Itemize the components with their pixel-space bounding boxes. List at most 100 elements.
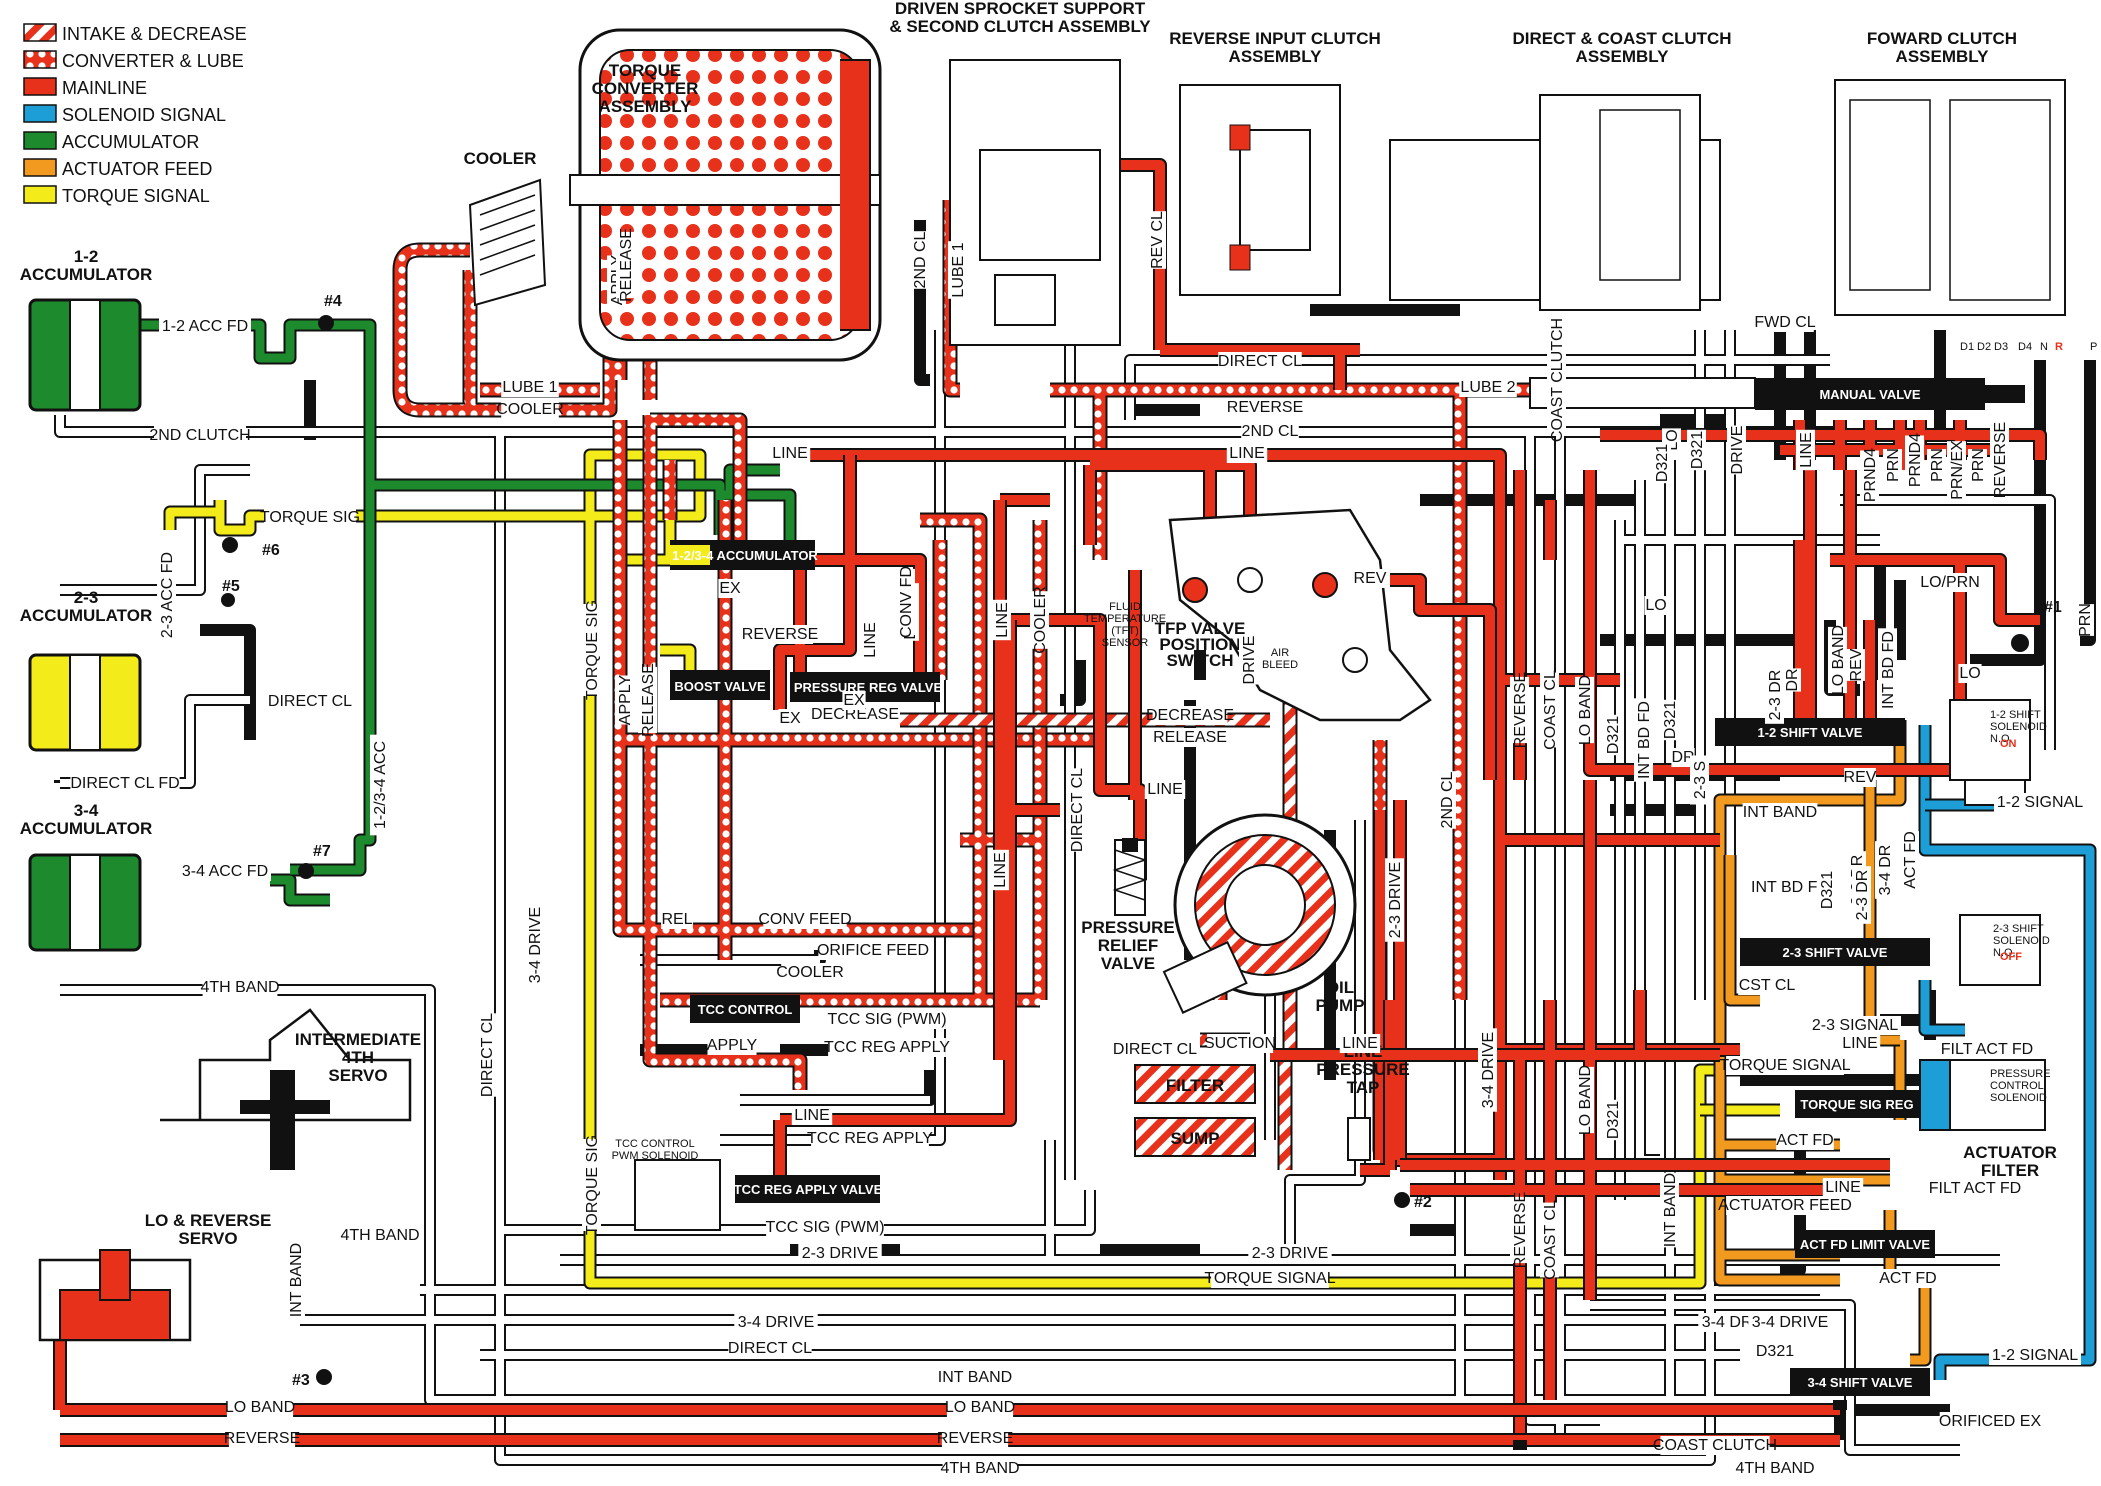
passage-label-int_bd_fd: INT BD FD (1878, 628, 1897, 712)
svg-text:LINE: LINE (862, 622, 879, 658)
passage-label-lo_band: LO BAND (945, 1398, 1015, 1417)
direct-coast-clutch (1389, 94, 1721, 311)
svg-text:2-3 DRIVE: 2-3 DRIVE (1252, 1245, 1328, 1262)
svg-text:TCC SIG (PWM): TCC SIG (PWM) (765, 1219, 884, 1236)
filter-box (1134, 1064, 1256, 1104)
svg-text:LO BAND: LO BAND (1830, 625, 1847, 695)
svg-text:REVERSE: REVERSE (742, 626, 818, 643)
svg-text:LO BAND: LO BAND (225, 1399, 295, 1416)
passage-label-tcc_sig_pwm: TCC SIG (PWM) (765, 1218, 885, 1237)
svg-text:PRN/EX: PRN/EX (1949, 440, 1966, 500)
passage-label-dr: DR (1671, 748, 1695, 767)
svg-text:PRND4: PRND4 (1907, 433, 1924, 487)
passage-label-apply: APPLY (615, 674, 634, 725)
passage-label-lo_band: LO BAND (1575, 1065, 1594, 1135)
accumulator-34 (28, 853, 142, 952)
svg-text:FILT ACT FD: FILT ACT FD (1929, 1180, 2021, 1197)
svg-text:SUCTION: SUCTION (1204, 1035, 1276, 1052)
passage-label-reverse: REVERSE (224, 1429, 300, 1448)
passage-label-ex: EX (718, 579, 742, 598)
svg-text:CONV FEED: CONV FEED (758, 911, 851, 928)
torque-converter (569, 28, 882, 362)
legend-converter-label: CONVERTER & LUBE (62, 51, 244, 71)
svg-text:LO BAND: LO BAND (945, 1399, 1015, 1416)
passage-label-direct_cl_v: DIRECT CL (1067, 768, 1086, 852)
passage-label-int_bd_fd: INT BD FD (1634, 698, 1653, 782)
svg-text:REL: REL (661, 911, 692, 928)
passage-label-dr23: 2-3 DR (1765, 666, 1784, 724)
passage-label-fourth_band: 4TH BAND (200, 978, 280, 997)
svg-text:EX: EX (779, 710, 801, 727)
svg-text:REV CL: REV CL (1149, 211, 1166, 269)
legend-intake: INTAKE & DECREASE (23, 23, 247, 44)
svg-text:2-3 SIGNAL: 2-3 SIGNAL (1812, 1017, 1898, 1034)
passage-label-sig23: 2-3 SIGNAL (1809, 1016, 1901, 1035)
pressure-reg-valve-label: PRESSURE REG VALVE (794, 680, 943, 695)
passage-label-drive: DRIVE (1727, 425, 1746, 475)
passage-label-conv_feed: CONV FEED (758, 910, 852, 929)
svg-text:LINE: LINE (1342, 1035, 1378, 1052)
svg-text:DIRECT CL: DIRECT CL (268, 693, 352, 710)
legend-accumulator-label: ACCUMULATOR (62, 132, 199, 152)
passage-label-acc34_fd: 3-4 ACC FD (179, 862, 271, 881)
svg-text:1-2 SIGNAL: 1-2 SIGNAL (1992, 1347, 2078, 1364)
reverse-input-clutch (1179, 84, 1341, 296)
sol12-state: ON (2000, 738, 2017, 750)
passage-label-lube1: LUBE 1 (501, 378, 559, 397)
passage-label-reverse: REVERSE (1510, 672, 1529, 748)
passage-label-torque_sig: TORQUE SIG (260, 508, 360, 527)
svg-text:ORIFICED EX: ORIFICED EX (1939, 1413, 2042, 1430)
label-filter: FILTER (1166, 1076, 1224, 1095)
svg-text:INT BAND: INT BAND (938, 1369, 1012, 1386)
passage-label-tcc_sig_pwm: TCC SIG (PWM) (827, 1010, 947, 1029)
svg-text:LO BAND: LO BAND (1577, 675, 1594, 745)
svg-text:CONV FD: CONV FD (898, 566, 915, 638)
pos-p: P (2090, 341, 2097, 353)
svg-text:APPLY: APPLY (707, 1037, 758, 1054)
svg-text:3-4 DRIVE: 3-4 DRIVE (527, 907, 544, 983)
passage-label-apply: APPLY (707, 1036, 758, 1055)
passage-label-second_cl: 2ND CL (910, 231, 929, 289)
svg-text:D321: D321 (1605, 716, 1622, 754)
passage-label-filt_act_fd: FILT ACT FD (1924, 1179, 2026, 1198)
passage-label-torque_sig: TORQUE SIG (582, 1135, 601, 1235)
passage-label-prn: PRN (1968, 448, 1987, 482)
passage-label-conv_fd: CONV FD (896, 566, 915, 638)
passage-label-actuator_feed: ACTUATOR FEED (1718, 1196, 1852, 1215)
passage-label-lo_band: LO BAND (225, 1398, 295, 1417)
svg-text:RELEASE: RELEASE (640, 663, 657, 737)
svg-text:REVERSE: REVERSE (1992, 422, 2009, 498)
passage-label-drive34: 3-4 DRIVE (1748, 1313, 1832, 1332)
svg-text:D321: D321 (1654, 444, 1671, 482)
legend-actuator-label: ACTUATOR FEED (62, 159, 212, 179)
passage-label-decrease: DECREASE (1146, 706, 1234, 725)
checkball-6: #6 (262, 542, 280, 559)
tfp-switch-body (1168, 508, 1432, 722)
passage-label-line: LINE (860, 619, 879, 661)
svg-text:4TH BAND: 4TH BAND (340, 1227, 419, 1244)
svg-text:RELEASE: RELEASE (1153, 729, 1227, 746)
svg-text:DIRECT CL: DIRECT CL (1218, 353, 1302, 370)
passage-label-cooler: COOLER (776, 963, 844, 982)
mainline-passages (53, 105, 2047, 1450)
svg-text:REVERSE: REVERSE (937, 1430, 1013, 1447)
passage-label-cooler: COOLER (496, 400, 564, 419)
passage-label-d321: D321 (1603, 714, 1622, 756)
passage-label-drive23: 2-3 DRIVE (1385, 858, 1404, 942)
driven-sprocket-assembly (949, 59, 1121, 346)
svg-text:REV: REV (1848, 648, 1865, 681)
legend-mainline: MAINLINE (23, 77, 147, 98)
passage-label-acc1234: 1-2/3-4 ACC (370, 734, 389, 836)
passage-label-prn: PRN (1883, 448, 1902, 482)
label-sump: SUMP (1170, 1129, 1219, 1148)
svg-text:LUBE 2: LUBE 2 (1460, 379, 1515, 396)
shift34-label: 3-4 SHIFT VALVE (1808, 1375, 1913, 1390)
passage-label-fourth_band: 4TH BAND (340, 1226, 420, 1245)
